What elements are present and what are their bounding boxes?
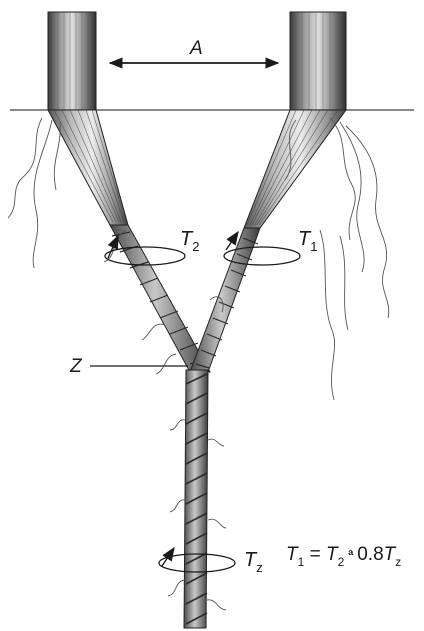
right-roving-bundle xyxy=(290,12,346,110)
twist-relation-formula: T1 = T2 ª 0.8Tz xyxy=(286,544,401,569)
tz-label: Tz xyxy=(244,549,263,575)
spacing-dimension: A xyxy=(110,38,278,63)
right-spinning-triangle xyxy=(244,110,346,228)
t2-label: T2 xyxy=(180,228,199,254)
spacing-label: A xyxy=(189,38,203,59)
convergence-label: Z xyxy=(69,356,83,377)
t1-label: T1 xyxy=(298,228,317,254)
left-roving-bundle xyxy=(48,12,96,110)
plied-yarn xyxy=(184,370,208,628)
convergence-pointer: Z xyxy=(69,356,188,377)
right-strand xyxy=(190,228,260,372)
